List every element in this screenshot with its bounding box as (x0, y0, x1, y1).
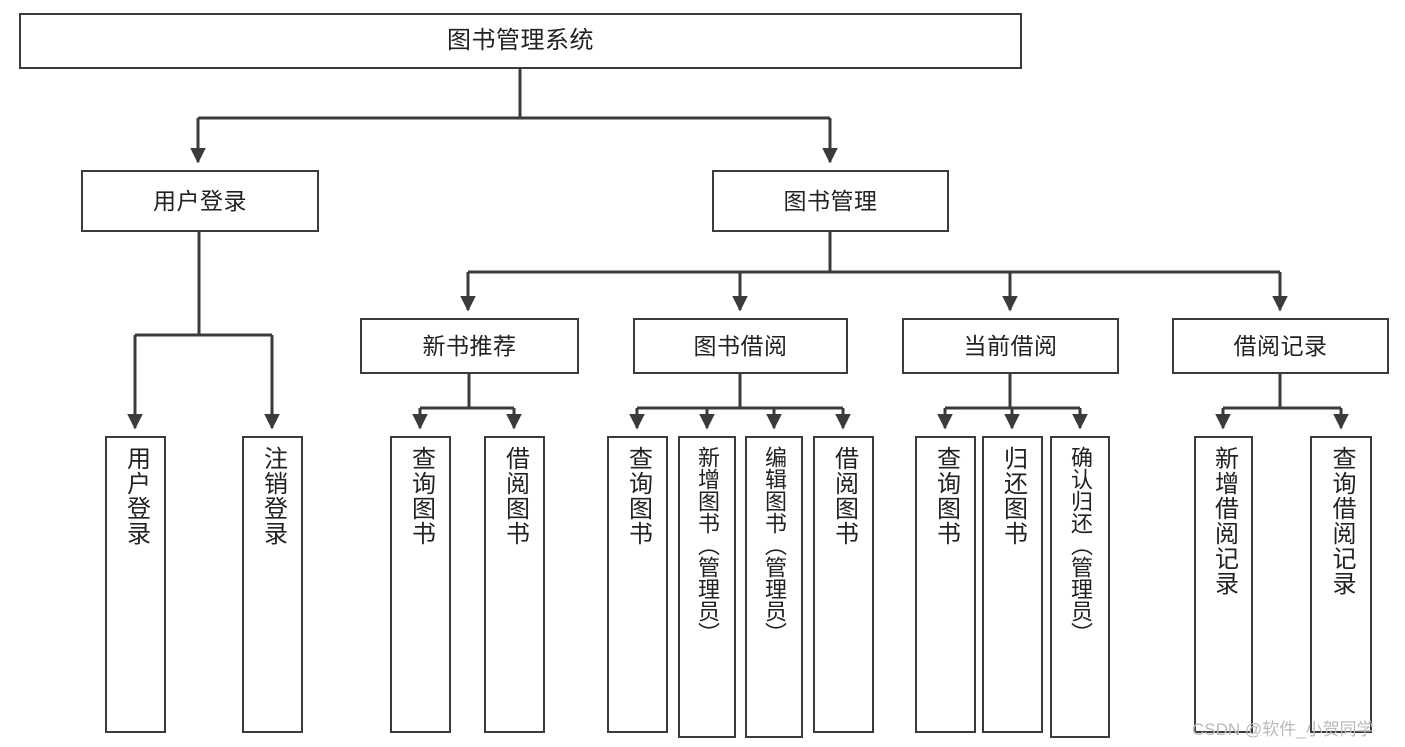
node-label: 查询图书 (407, 446, 435, 546)
csdn-watermark: CSDN @软件_小贺同学 (1192, 720, 1374, 739)
node-label: 借阅图书 (501, 446, 529, 546)
node-label: 图书管理 (783, 187, 878, 214)
leaf-borrow-book[interactable]: 借阅图书 (813, 436, 874, 733)
node-label: 编辑图书（管理员） (762, 446, 787, 644)
node-label: 图书管理系统 (447, 27, 594, 55)
node-label: 新增图书（管理员） (695, 446, 720, 644)
leaf-user-login[interactable]: 用户登录 (105, 436, 166, 733)
leaf-return-book[interactable]: 归还图书 (982, 436, 1043, 733)
leaf-confirm-return-admin[interactable]: 确认归还（管理员） (1050, 436, 1110, 738)
node-label: 新增借阅记录 (1210, 446, 1238, 596)
node-label: 图书借阅 (693, 332, 788, 359)
node-book-management[interactable]: 图书管理 (712, 170, 949, 232)
leaf-add-book-admin[interactable]: 新增图书（管理员） (678, 436, 736, 738)
node-label: 借阅记录 (1233, 332, 1328, 359)
node-label: 确认归还（管理员） (1068, 446, 1093, 644)
leaf-logout[interactable]: 注销登录 (242, 436, 303, 733)
node-label: 注销登录 (259, 446, 287, 546)
leaf-add-borrow-record[interactable]: 新增借阅记录 (1194, 436, 1253, 733)
node-new-book-recommend[interactable]: 新书推荐 (360, 318, 579, 374)
node-label: 查询图书 (932, 446, 960, 546)
node-book-borrow[interactable]: 图书借阅 (633, 318, 848, 374)
node-current-borrow[interactable]: 当前借阅 (902, 318, 1119, 374)
leaf-query-book-current[interactable]: 查询图书 (915, 436, 976, 733)
node-label: 用户登录 (153, 187, 247, 214)
node-label: 归还图书 (999, 446, 1027, 546)
leaf-borrow-book-new[interactable]: 借阅图书 (484, 436, 545, 733)
leaf-query-borrow-record[interactable]: 查询借阅记录 (1310, 436, 1372, 733)
node-label: 查询借阅记录 (1328, 446, 1355, 596)
node-label: 借阅图书 (830, 446, 858, 546)
leaf-query-book-new[interactable]: 查询图书 (390, 436, 451, 733)
node-label: 当前借阅 (963, 332, 1058, 359)
node-label: 用户登录 (122, 446, 150, 546)
node-root-book-management-system[interactable]: 图书管理系统 (19, 13, 1022, 69)
node-label: 新书推荐 (422, 332, 517, 359)
leaf-edit-book-admin[interactable]: 编辑图书（管理员） (745, 436, 803, 738)
node-label: 查询图书 (624, 446, 652, 546)
node-borrow-record[interactable]: 借阅记录 (1172, 318, 1389, 374)
leaf-query-book-borrow[interactable]: 查询图书 (607, 436, 668, 733)
node-user-login[interactable]: 用户登录 (81, 170, 319, 232)
